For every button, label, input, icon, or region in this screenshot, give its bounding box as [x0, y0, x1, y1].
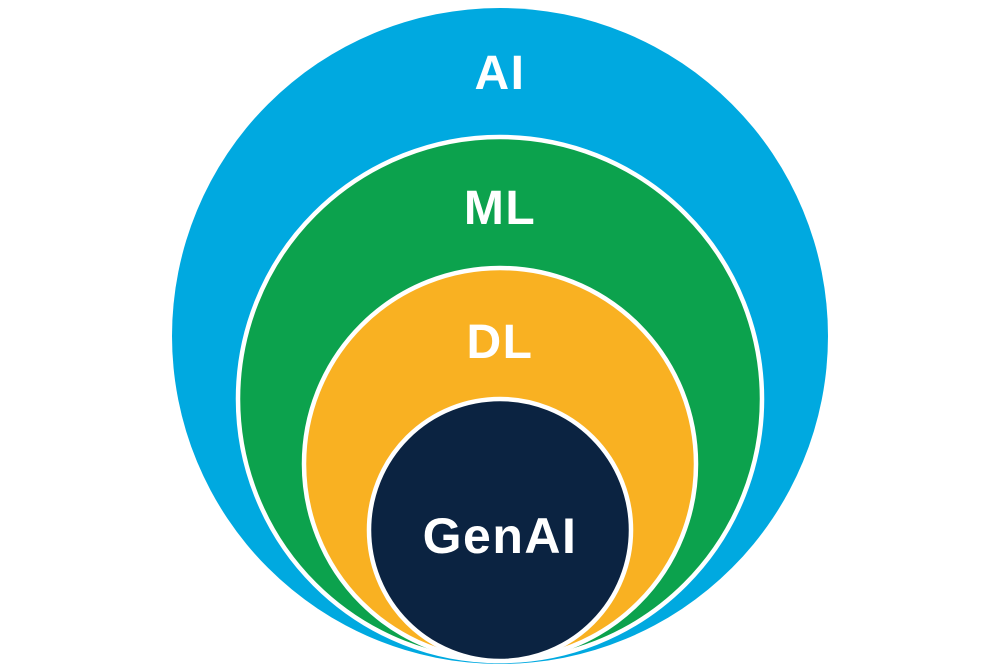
- label-ai: AI: [475, 47, 526, 100]
- label-ml: ML: [464, 182, 536, 235]
- label-dl: DL: [467, 316, 534, 369]
- circle-genai: [366, 396, 634, 664]
- label-genai: GenAI: [423, 508, 578, 564]
